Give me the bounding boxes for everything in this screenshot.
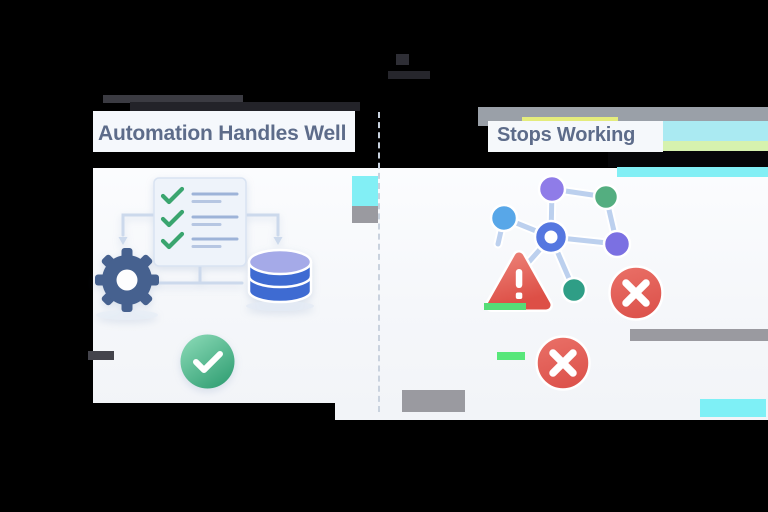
network-graph-icon <box>489 174 632 304</box>
check-icon <box>160 209 185 228</box>
glitch-band <box>93 403 335 420</box>
section-divider <box>378 112 380 412</box>
node-blue-left <box>489 203 519 233</box>
glitch-band <box>700 399 766 417</box>
left-section-title: Automation Handles Well <box>98 122 347 145</box>
gear-shadow <box>96 310 158 320</box>
glitch-band <box>402 390 465 412</box>
glitch-band <box>645 121 768 141</box>
check-icon <box>160 186 185 205</box>
left-title-strip <box>93 111 355 152</box>
error-cross-icon <box>535 335 591 391</box>
glitch-band <box>640 141 768 151</box>
connector-lines <box>121 213 280 285</box>
right-title-strip <box>488 121 663 152</box>
hub-node <box>533 219 569 255</box>
arrow-down-icon <box>273 237 283 245</box>
arrow-down-icon <box>118 237 128 245</box>
glitch-band <box>103 95 243 103</box>
database-shadow <box>246 301 314 311</box>
glitch-band <box>352 206 378 223</box>
error-cross-icon <box>608 265 664 321</box>
glitch-band <box>497 352 525 360</box>
success-check-icon <box>180 334 235 389</box>
glitch-band <box>522 117 618 124</box>
gear-icon <box>95 248 159 312</box>
glitch-band <box>484 303 526 310</box>
node-purple-right <box>602 229 632 259</box>
glitch-band <box>617 167 768 177</box>
check-icon <box>160 231 185 250</box>
right-section-title: Stops Working <box>497 124 636 146</box>
node-green-top <box>592 183 620 211</box>
glitch-dot <box>396 54 409 65</box>
glitch-band <box>130 102 360 111</box>
glitch-dash <box>388 71 430 79</box>
checklist-panel <box>153 177 247 267</box>
exclamation-bar <box>515 269 523 288</box>
glitch-band <box>608 151 768 167</box>
glitch-band <box>630 329 768 341</box>
glitch-band <box>352 176 378 206</box>
node-green-bottom <box>560 276 588 304</box>
node-purple-top <box>537 174 567 204</box>
monitor-checklist-icon <box>95 177 314 320</box>
exclamation-dot <box>515 292 523 299</box>
database-icon <box>247 248 313 304</box>
glitch-dash <box>88 351 114 360</box>
